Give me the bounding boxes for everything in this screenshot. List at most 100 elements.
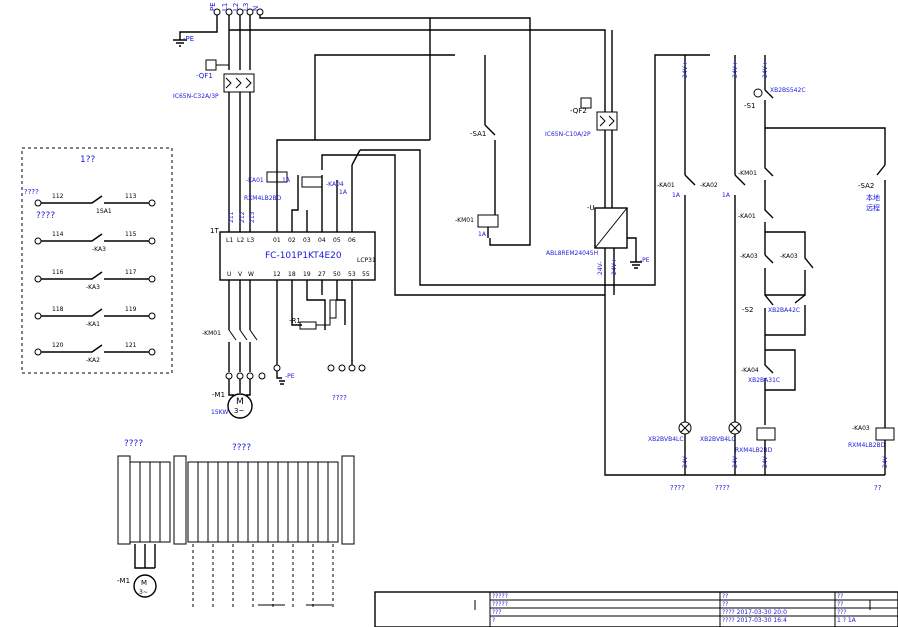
- ka03-coil: RXM4LB2BD: [735, 427, 776, 454]
- svg-text:XB2BA31C: XB2BA31C: [748, 377, 780, 384]
- svg-text:XB2BVB4LC: XB2BVB4LC: [648, 436, 684, 443]
- svg-text:120: 120: [52, 342, 64, 349]
- qmark-label-right: ??: [874, 484, 882, 492]
- svg-text:24V-: 24V-: [882, 454, 889, 468]
- terminal-l3: L3: [242, 3, 250, 11]
- svg-text:-KA03: -KA03: [852, 425, 870, 432]
- svg-text:-KA03: -KA03: [740, 253, 758, 260]
- svg-text:-KM01: -KM01: [202, 330, 221, 337]
- svg-text:-KA01: -KA01: [246, 177, 264, 184]
- svg-text:??: ??: [837, 593, 843, 600]
- svg-text:L1: L1: [226, 237, 233, 244]
- dashed-box-row-5: 120 121 -KA2: [34, 342, 156, 364]
- svg-text:??: ??: [837, 601, 843, 608]
- svg-text:-SA2: -SA2: [858, 182, 874, 190]
- svg-text:24V-: 24V-: [597, 261, 604, 275]
- svg-text:ABL8REM24045H: ABL8REM24045H: [546, 250, 598, 257]
- svg-text:W: W: [248, 271, 254, 278]
- terminal-strip-label-left: ????: [124, 439, 143, 449]
- inverter-model: FC-101P1KT4E20: [265, 251, 342, 261]
- dashed-box-row-1: 112 113 1SA1: [34, 193, 156, 215]
- sa1-switch: -SA1: [470, 130, 486, 138]
- svg-text:-KA03: -KA03: [780, 253, 798, 260]
- power-supply-u: -U ABL8REM24045H: [546, 204, 628, 257]
- inverter-tag: 1T: [210, 227, 219, 235]
- ka03-coil-right: -KA03 RXM4LB2BD: [848, 425, 895, 449]
- terminal-strip: [117, 455, 355, 545]
- svg-text:???? 2017-03-30 16:4: ???? 2017-03-30 16:4: [722, 617, 787, 624]
- dashed-box-title: 1??: [80, 155, 96, 165]
- terminal-l1: L1: [221, 3, 229, 11]
- svg-text:?????: ?????: [492, 601, 508, 608]
- svg-text:113: 113: [125, 193, 137, 200]
- svg-text:12: 12: [273, 271, 281, 278]
- qf1-model: IC65N-C32A/3P: [173, 93, 219, 100]
- svg-text:115: 115: [125, 231, 137, 238]
- svg-text:24V+: 24V+: [682, 61, 689, 78]
- svg-text:50: 50: [333, 271, 341, 278]
- terminal-strip-label-right: ????: [232, 443, 251, 453]
- svg-text:06: 06: [348, 237, 356, 244]
- svg-text:-KA2: -KA2: [86, 357, 100, 364]
- svg-text:V: V: [238, 271, 243, 278]
- svg-text:55: 55: [362, 271, 370, 278]
- svg-text:M: M: [141, 579, 147, 587]
- svg-text:-KA1: -KA1: [86, 321, 100, 328]
- qmark-label-motor: ????: [332, 394, 347, 402]
- qf1-breaker: -QF1 IC65N-C32A/3P: [173, 59, 255, 100]
- svg-text:213: 213: [249, 211, 256, 223]
- svg-text:-QF2: -QF2: [570, 107, 587, 115]
- dashed-contact-box: 1?? ???? ????: [21, 147, 173, 374]
- svg-text:RXM4LB2BD: RXM4LB2BD: [735, 447, 773, 454]
- svg-text:1 ? 1A: 1 ? 1A: [837, 617, 857, 624]
- qf1-tag: -QF1: [196, 72, 213, 80]
- title-block: ????? ????? ??? ? ?? ?? ???? 2017-03-30 …: [374, 591, 898, 627]
- power-terminals: PE L1 L2 L3 N: [209, 2, 264, 16]
- pe-label-top: -PE: [183, 35, 194, 43]
- km01-coil: -KM01 1A: [455, 214, 499, 238]
- svg-text:-PE: -PE: [285, 373, 295, 380]
- svg-text:1A: 1A: [339, 189, 348, 196]
- terminal-l2: L2: [232, 3, 240, 11]
- svg-text:L2: L2: [237, 237, 244, 244]
- svg-text:-M1: -M1: [212, 391, 225, 399]
- svg-text:1A: 1A: [672, 192, 681, 199]
- svg-text:04: 04: [318, 237, 326, 244]
- svg-text:RXM4LB2BD: RXM4LB2BD: [848, 442, 886, 449]
- svg-text:3~: 3~: [139, 589, 148, 596]
- svg-text:??: ??: [722, 593, 728, 600]
- svg-text:05: 05: [333, 237, 341, 244]
- svg-text:24V+: 24V+: [611, 258, 618, 275]
- svg-text:RXM4LB2BD: RXM4LB2BD: [244, 195, 282, 202]
- svg-text:24V-: 24V-: [682, 454, 689, 468]
- qmark-label-hr2: ????: [715, 484, 730, 492]
- svg-text:118: 118: [52, 306, 64, 313]
- svg-text:112: 112: [52, 193, 64, 200]
- svg-text:24V-: 24V-: [732, 454, 739, 468]
- inverter-block: 1T FC-101P1KT4E20 LCP31: [210, 227, 376, 281]
- svg-text:114: 114: [52, 231, 64, 238]
- svg-text:3~: 3~: [234, 407, 244, 415]
- svg-text:-S1: -S1: [744, 102, 755, 110]
- svg-text:XB2BS542C: XB2BS542C: [770, 87, 806, 94]
- dashed-box-row-2: 114 115 -KA3: [34, 231, 156, 253]
- svg-text:1SA1: 1SA1: [96, 208, 112, 215]
- dashed-box-row-4: 118 119 -KA1: [34, 306, 156, 328]
- svg-text:24V+: 24V+: [732, 61, 739, 78]
- svg-text:????: ????: [24, 188, 39, 196]
- dashed-box-row-3: 116 117 -KA3: [34, 269, 156, 291]
- svg-text:???? 2017-03-30 20:0: ???? 2017-03-30 20:0: [722, 609, 787, 616]
- svg-text:-KA01: -KA01: [738, 213, 756, 220]
- svg-text:18: 18: [288, 271, 296, 278]
- svg-text:19: 19: [303, 271, 311, 278]
- svg-text:-KA04: -KA04: [326, 181, 344, 188]
- svg-text:远程: 远程: [866, 203, 880, 212]
- ka02-coil: 1A: [282, 176, 323, 188]
- svg-text:-KM01: -KM01: [455, 217, 474, 224]
- motor-m1: M 3~ -M1 15KW: [211, 391, 253, 419]
- svg-text:???: ???: [837, 609, 847, 616]
- svg-text:本地: 本地: [866, 193, 880, 202]
- resistor-bar: [329, 299, 337, 319]
- qf2-breaker: -QF2 IC65N-C10A/2P: [545, 97, 618, 138]
